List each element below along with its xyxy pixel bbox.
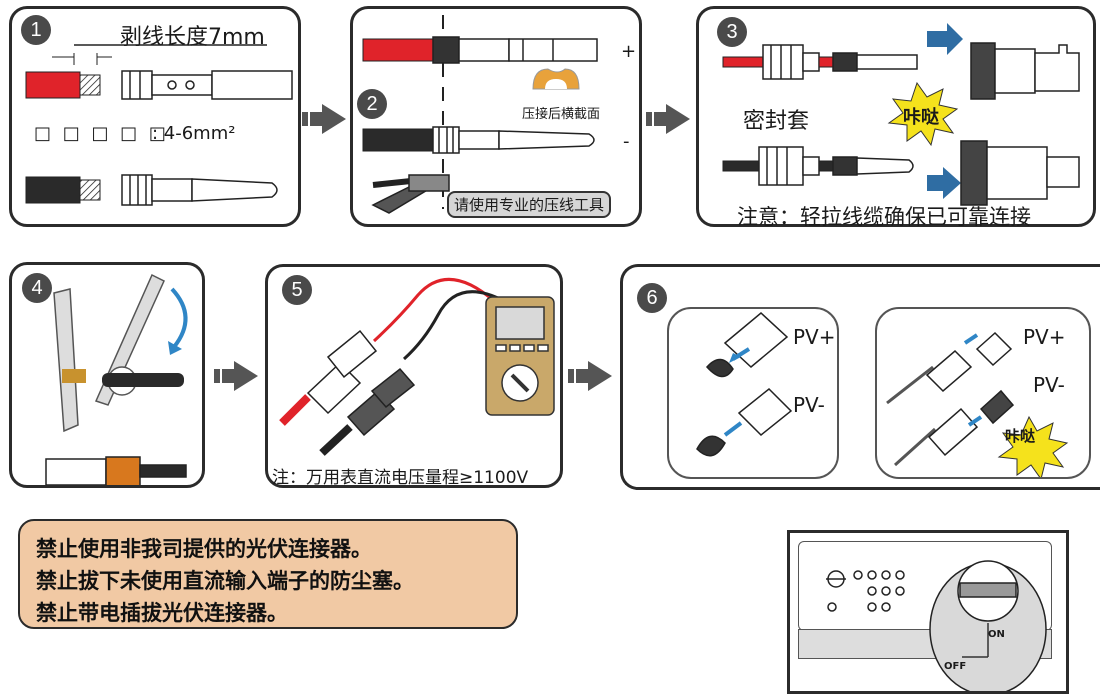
step6-badge: 6 <box>637 283 667 313</box>
strip-length-label: 剥线长度7mm <box>120 25 265 50</box>
cross-section-boxes: □ □ □ □ □ <box>34 123 169 144</box>
flow-arrow-2 <box>646 104 690 134</box>
dc-switch-panel: ON OFF <box>787 530 1069 694</box>
click-text-3: 咔哒 <box>903 107 939 128</box>
flow-arrow-1 <box>302 104 346 134</box>
step4-panel: 4 <box>9 262 205 488</box>
step1-illustration <box>25 44 293 206</box>
terminal-bottom <box>121 174 278 206</box>
multimeter-note: 注：万用表直流电压量程≥1100V <box>272 468 529 488</box>
reliable-connection-note: 注意：轻拉线缆确保已可靠连接 <box>737 205 1031 229</box>
crimp-red-wire <box>362 38 434 62</box>
cross-section-value: : 4-6mm² <box>152 123 236 144</box>
dust-cap-remove-bubble <box>667 307 839 479</box>
flow-arrow-3 <box>214 361 258 391</box>
seal-label: 密封套 <box>743 109 810 134</box>
click-burst-6 <box>997 415 1069 477</box>
connector-bottom <box>960 140 1080 206</box>
pv-connect-illustration <box>886 331 1069 477</box>
switch-off-label: OFF <box>944 661 967 672</box>
step4-badge: 4 <box>22 273 52 303</box>
crimp-tool-label: 请使用专业的压线工具 <box>447 191 612 218</box>
multimeter <box>485 296 555 416</box>
pv-connect-bubble <box>875 307 1091 479</box>
step1-panel: 1 剥线长度7mm <box>9 6 301 227</box>
dust-cap-illustration <box>696 312 793 457</box>
flow-arrow-4 <box>568 361 612 391</box>
warning-line-3: 禁止带电插拔光伏连接器。 <box>36 601 288 625</box>
step1-badge: 1 <box>21 15 51 45</box>
right-pv-minus: PV- <box>1033 373 1065 397</box>
terminal-top <box>121 70 293 100</box>
blue-arrow-bottom <box>927 167 961 199</box>
step5-illustration <box>279 278 555 456</box>
dc-switch-illustration <box>826 560 1047 691</box>
warning-box: 禁止使用非我司提供的光伏连接器。 禁止拔下未使用直流输入端子的防尘塞。 禁止带电… <box>18 519 518 629</box>
black-probe-lead <box>402 290 505 361</box>
step2-panel: 2 + - 压接后横截面 <box>350 6 642 227</box>
step2-illustration <box>362 15 598 214</box>
step3-panel: 3 <box>696 6 1096 229</box>
step5-panel: 5 注：万用表直流电压量程≥1100V <box>265 264 563 488</box>
step5-badge: 5 <box>282 275 312 305</box>
switch-on-label: ON <box>988 629 1005 640</box>
warning-line-1: 禁止使用非我司提供的光伏连接器。 <box>36 537 372 561</box>
crimping-tool <box>371 174 450 214</box>
step3-badge: 3 <box>717 17 747 47</box>
step4-illustration <box>45 273 188 485</box>
red-probe-lead <box>372 278 495 343</box>
connector-top <box>970 42 1080 100</box>
rotate-arrow-icon <box>170 287 188 349</box>
right-pv-plus: PV+ <box>1023 325 1066 349</box>
warning-line-2: 禁止拔下未使用直流输入端子的防尘塞。 <box>36 569 414 593</box>
step3-illustration <box>722 23 1080 206</box>
click-burst-3 <box>887 81 959 147</box>
crimp-black-wire <box>362 128 434 152</box>
plus-sign: + <box>621 41 637 62</box>
step5-connectors <box>279 329 416 456</box>
spanner-tool <box>53 273 165 433</box>
minus-sign: - <box>623 131 630 152</box>
dc-terminals <box>826 570 905 612</box>
left-pv-minus: PV- <box>793 393 825 417</box>
click-text-6: 咔哒 <box>1005 427 1036 445</box>
dc-switch-knob <box>929 560 1047 691</box>
step6-panel: 6 PV+ PV- <box>620 264 1100 490</box>
step2-badge: 2 <box>357 89 387 119</box>
blue-arrow-top <box>927 23 963 55</box>
step4-connector <box>45 456 187 485</box>
red-wire <box>25 71 81 99</box>
left-pv-plus: PV+ <box>793 325 836 349</box>
black-wire <box>25 176 81 204</box>
crimp-section-label: 压接后横截面 <box>522 107 601 122</box>
